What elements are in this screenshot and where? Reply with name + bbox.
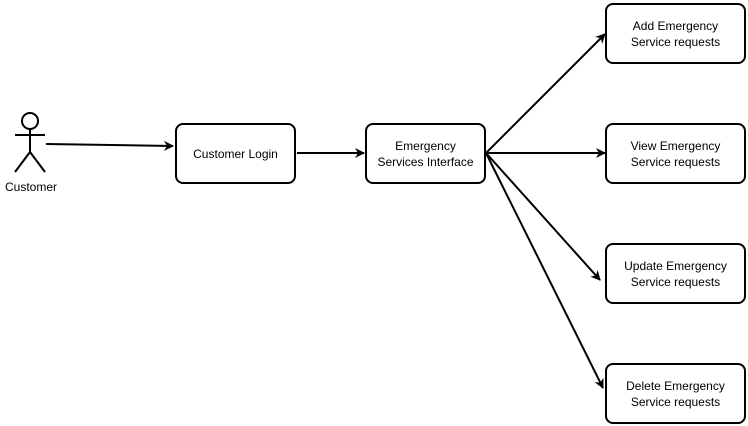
emergency-services-interface-label: Emergency Services Interface: [377, 138, 474, 169]
delete-emergency-service-label: Delete Emergency Service requests: [626, 378, 725, 409]
add-emergency-service-label: Add Emergency Service requests: [630, 18, 721, 49]
emergency-services-interface-node[interactable]: Emergency Services Interface: [365, 123, 486, 184]
customer-actor-figure[interactable]: [14, 112, 46, 173]
view-emergency-service-node[interactable]: View Emergency Service requests: [605, 123, 746, 184]
customer-login-label: Customer Login: [193, 146, 278, 161]
view-emergency-service-label: View Emergency Service requests: [630, 138, 721, 169]
delete-emergency-service-node[interactable]: Delete Emergency Service requests: [605, 363, 746, 424]
customer-actor-label: Customer: [4, 180, 57, 194]
arrow-interface-to-delete[interactable]: [485, 152, 604, 389]
update-emergency-service-label: Update Emergency Service requests: [624, 258, 727, 289]
customer-login-node[interactable]: Customer Login: [175, 123, 296, 184]
update-emergency-service-node[interactable]: Update Emergency Service requests: [605, 243, 746, 304]
arrow-customer-to-login[interactable]: [45, 140, 174, 151]
add-emergency-service-node[interactable]: Add Emergency Service requests: [605, 3, 746, 64]
arrow-interface-to-add[interactable]: [485, 33, 606, 154]
arrow-interface-to-update[interactable]: [485, 152, 601, 281]
